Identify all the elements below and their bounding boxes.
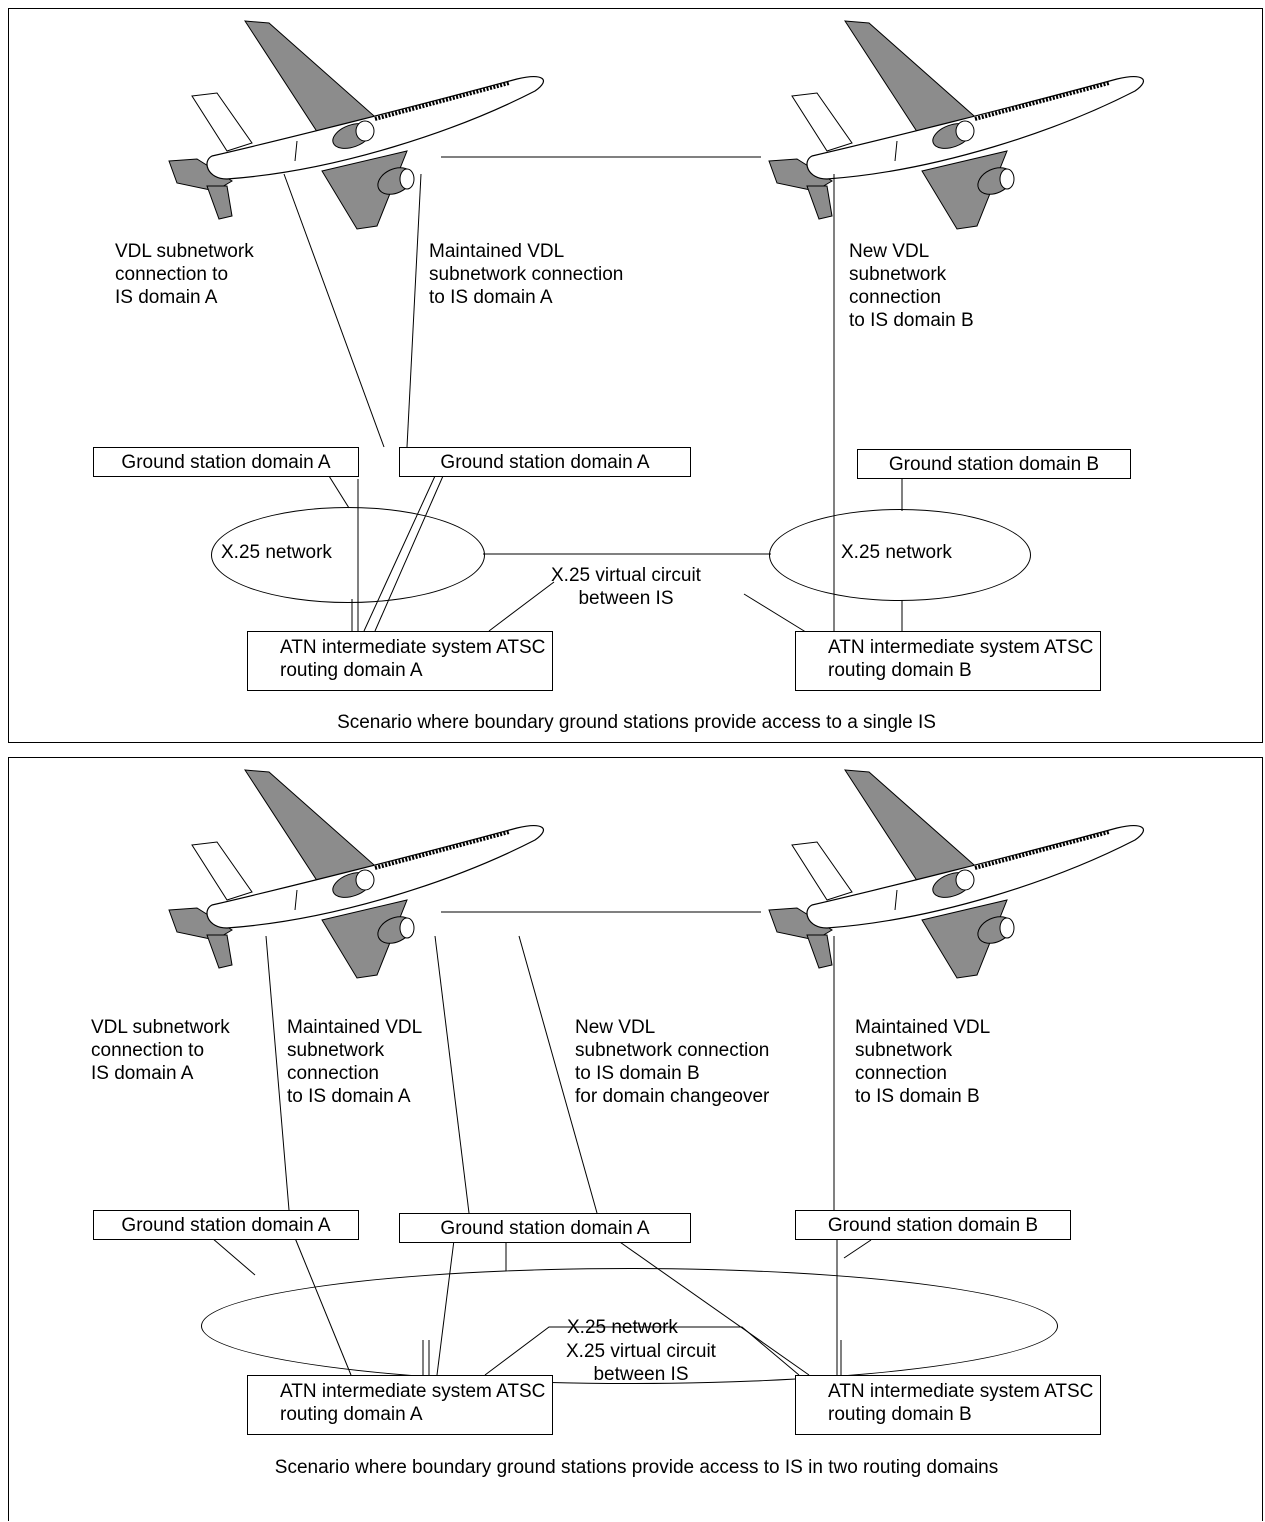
virtual-circuit-label: X.25 virtual circuit between IS xyxy=(566,1341,716,1385)
new-vdl-line-b xyxy=(518,935,598,1214)
virtual-circuit-line-b xyxy=(743,593,810,635)
scenario-single-is-panel: VDL subnetwork connection to IS domain A… xyxy=(8,8,1263,743)
x25-network-label: X.25 network xyxy=(567,1317,678,1338)
ground-station-a2-box: Ground station domain A xyxy=(399,447,691,477)
ground-station-a1-box: Ground station domain A xyxy=(93,447,359,477)
x25-network-left-label: X.25 network xyxy=(221,542,332,563)
new-vdl-b-label: New VDL subnetwork connection to IS doma… xyxy=(849,241,974,331)
gs-a1-network-line xyxy=(328,475,350,509)
ground-station-a1-box: Ground station domain A xyxy=(93,1210,359,1240)
virtual-circuit-line-a xyxy=(488,581,555,632)
vdl-line-a xyxy=(283,173,385,448)
aircraft-left xyxy=(167,768,546,980)
is-domain-a-box: ATN intermediate system ATSC routing dom… xyxy=(247,631,553,691)
is-domain-b-box: ATN intermediate system ATSC routing dom… xyxy=(795,631,1101,691)
x25-network-shared xyxy=(201,1268,1058,1384)
panel2-caption: Scenario where boundary ground stations … xyxy=(274,1457,999,1478)
maintained-vdl-b-label: Maintained VDL subnetwork connection to … xyxy=(855,1017,991,1107)
aircraft-right xyxy=(767,768,1146,980)
new-vdl-b-label: New VDL subnetwork connection to IS doma… xyxy=(575,1017,770,1107)
maintained-vdl-line-a xyxy=(434,935,470,1214)
x25-network-right xyxy=(769,509,1031,601)
gs-b-network-line xyxy=(843,1239,872,1259)
vdl-connection-a-label: VDL subnetwork connection to IS domain A xyxy=(115,241,254,308)
vdl-line-a xyxy=(265,935,290,1211)
ground-station-b-box: Ground station domain B xyxy=(795,1210,1071,1240)
aircraft-right xyxy=(767,19,1146,231)
maintained-vdl-a-label: Maintained VDL subnetwork connection to … xyxy=(287,1017,423,1107)
virtual-circuit-label: X.25 virtual circuit between IS xyxy=(551,565,701,609)
is-domain-b-box: ATN intermediate system ATSC routing dom… xyxy=(795,1375,1101,1435)
gs-a1-network-line xyxy=(211,1237,256,1276)
maintained-vdl-a-label: Maintained VDL subnetwork connection to … xyxy=(429,241,624,308)
x25-network-right-label: X.25 network xyxy=(841,542,952,563)
is-domain-a-box: ATN intermediate system ATSC routing dom… xyxy=(247,1375,553,1435)
ground-station-b-box: Ground station domain B xyxy=(857,449,1131,479)
x25-network-left xyxy=(211,507,485,603)
scenario-two-domains-panel: VDL subnetwork connection to IS domain A… xyxy=(8,757,1263,1521)
vdl-connection-a-label: VDL subnetwork connection to IS domain A xyxy=(91,1017,230,1084)
panel1-caption: Scenario where boundary ground stations … xyxy=(337,712,936,733)
ground-station-a2-box: Ground station domain A xyxy=(399,1213,691,1243)
aircraft-left xyxy=(167,19,546,231)
maintained-vdl-line-a xyxy=(406,173,422,448)
